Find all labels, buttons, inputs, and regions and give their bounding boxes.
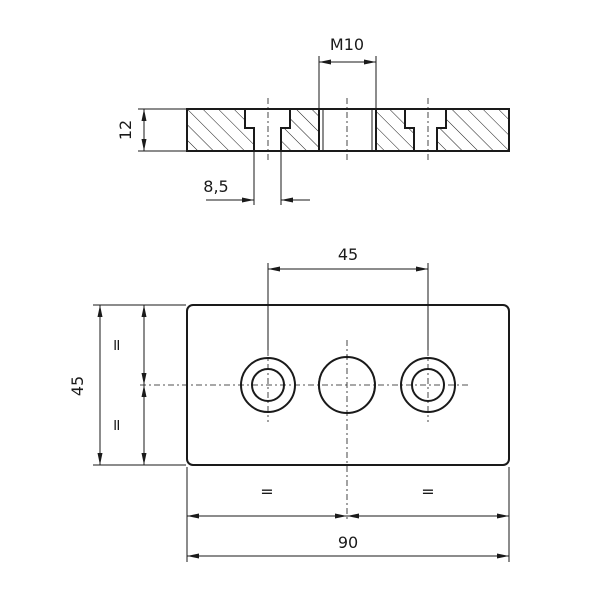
width-half-right-label: =: [421, 482, 434, 501]
width-half-left-label: =: [260, 482, 273, 501]
plate-outline: [186, 304, 510, 466]
height-label: 45: [68, 376, 87, 396]
thread-label: M10: [330, 35, 364, 54]
hole-spacing-dimension: 45: [267, 245, 429, 350]
section-center-lines: [267, 98, 429, 162]
plan-center-lines: [140, 340, 470, 520]
plan-view: 45 45 = =: [68, 245, 510, 562]
height-half-bottom-label: =: [107, 418, 126, 431]
thickness-label: 12: [116, 120, 135, 140]
height-dimension: 45: [68, 304, 186, 466]
width-halves-dimension: = =: [186, 467, 510, 562]
counterbore-dimension: 8,5: [203, 152, 310, 205]
section-hatching: [187, 109, 509, 151]
height-halves-dimension: = =: [107, 305, 147, 465]
thread-dimension: M10: [318, 35, 377, 108]
height-half-top-label: =: [107, 338, 126, 351]
hole-spacing-label: 45: [338, 245, 358, 264]
section-outline: [186, 108, 510, 152]
width-dimension: 90: [187, 533, 509, 559]
width-label: 90: [338, 533, 358, 552]
counterbore-label: 8,5: [203, 177, 228, 196]
section-view: M10 12 8,5: [116, 35, 510, 205]
thickness-dimension: 12: [116, 108, 186, 152]
